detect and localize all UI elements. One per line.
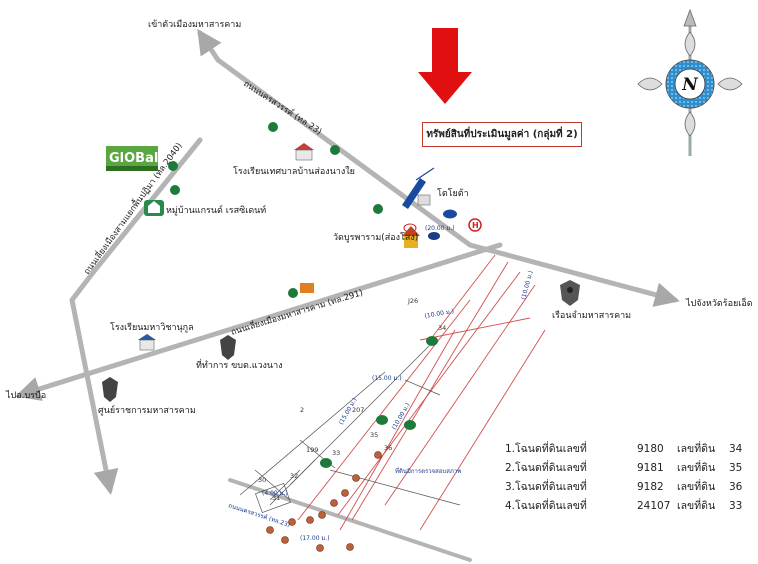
road-to-roiet xyxy=(467,242,680,307)
temple-icon xyxy=(402,226,420,248)
school-icon xyxy=(138,334,156,351)
deed-legend: 1.โฉนดที่ดินเลขที่ 9180 เลขที่ดิน 34 2.โฉนด… xyxy=(505,440,745,516)
legend-land-label: เลขที่ดิน xyxy=(677,443,716,455)
label-to-roiet: ไปจังหวัดร้อยเอ็ด xyxy=(685,296,753,309)
legend-row: 2.โฉนดที่ดินเลขที่ 9181 เลขที่ดิน 35 xyxy=(505,459,745,478)
legend-row: 4.โฉนดที่ดินเลขที่ 24107 เลขที่ดิน 33 xyxy=(505,497,745,516)
dim-label: (15.00 ม.) xyxy=(372,375,402,382)
legend-land-label: เลขที่ดิน xyxy=(677,481,716,493)
plot-marker-34 xyxy=(426,336,438,346)
callout-subject-property: ทรัพย์สินที่ประเมินมูลค่า (กลุ่มที่ 2) xyxy=(422,122,582,147)
legend-row: 3.โฉนดที่ดินเลขที่ 9182 เลขที่ดิน 36 xyxy=(505,478,745,497)
dim-label: (20.00 ม.) xyxy=(425,225,455,232)
plot-label-36: 36 xyxy=(384,444,392,452)
place-marker xyxy=(168,161,178,171)
label-municipal-school: โรงเรียนเทศบาลบ้านส่องนางใย xyxy=(233,166,355,177)
svg-text:GlOBal: GlOBal xyxy=(109,151,158,166)
legend-deed-label: 3.โฉนดที่ดินเลขที่ xyxy=(505,481,587,493)
legend-land-no: 35 xyxy=(729,462,743,474)
place-marker xyxy=(330,145,340,155)
plot-label-2: 2 xyxy=(300,406,304,414)
subject-plot-markers xyxy=(320,336,438,468)
label-prison: เรือนจำมหาสารคาม xyxy=(552,310,631,321)
prison-emblem xyxy=(560,280,580,306)
hospital-icon xyxy=(468,218,482,232)
legend-land-no: 36 xyxy=(729,481,743,493)
legend-deed-label: 2.โฉนดที่ดินเลขที่ xyxy=(505,462,587,474)
legend-deed-no: 9181 xyxy=(637,462,664,474)
plot-marker-33 xyxy=(320,458,332,468)
subject-building xyxy=(402,178,426,209)
legend-land-no: 33 xyxy=(729,500,743,512)
legend-row: 1.โฉนดที่ดินเลขที่ 9180 เลขที่ดิน 34 xyxy=(505,440,745,459)
label-to-city: เข้าตัวเมืองมหาสารคาม xyxy=(148,19,241,30)
road-label-nakhon-sawan: ถนนนครสวรรค์ (ทล.23) xyxy=(241,78,324,137)
label-gov-center: ศูนย์ราชการมหาสารคาม xyxy=(98,404,196,416)
legend-deed-no: 24107 xyxy=(637,500,671,512)
road-nakhon-sawan xyxy=(215,57,473,248)
place-marker xyxy=(373,204,383,214)
legend-land-no: 34 xyxy=(729,443,743,455)
plot-label-226: J26 xyxy=(407,297,418,305)
plot-label-34: 34 xyxy=(438,324,446,332)
school-icon xyxy=(294,143,314,161)
plot-label-35: 35 xyxy=(370,431,378,439)
global-house-logo: GlOBal xyxy=(106,146,158,171)
legend-deed-no: 9180 xyxy=(637,443,664,455)
compass-letter: N xyxy=(681,75,699,95)
road-soi xyxy=(228,478,472,562)
government-emblem xyxy=(220,335,236,360)
plot-label-30: 30 xyxy=(258,476,266,484)
plot-marker-35 xyxy=(376,415,388,425)
place-marker xyxy=(170,185,180,195)
dim-label: (17.00 ม.) xyxy=(300,535,330,542)
dim-label: (10.00 ม.) xyxy=(520,270,534,300)
dim-label: (10.00 ม.) xyxy=(424,308,454,320)
place-marker xyxy=(268,122,278,132)
plot-label-32: 32 xyxy=(290,472,298,480)
label-to-borabue: ไปอ.บรบือ xyxy=(5,390,46,401)
land-office-label: ที่ดินมิการตรวจสอบสภาพ xyxy=(395,467,461,475)
legend-land-label: เลขที่ดิน xyxy=(677,500,716,512)
label-toyota: โตโยต้า xyxy=(437,188,469,199)
building-icon xyxy=(417,194,431,206)
callout-leader xyxy=(415,167,435,181)
plot-outlines xyxy=(297,254,546,531)
toyota-icon xyxy=(443,209,457,219)
plot-marker-36 xyxy=(404,420,416,430)
plot-label-207: 207 xyxy=(352,406,364,414)
label-wichayakul-school: โรงเรียนมหาวิชานุกูล xyxy=(110,322,194,333)
road-to-city xyxy=(197,28,222,63)
ptt-icon xyxy=(428,232,440,240)
place-marker xyxy=(288,288,298,298)
dim-label: (4.00 ม.) xyxy=(262,490,288,497)
location-arrow-icon xyxy=(418,28,472,104)
legend-deed-label: 4.โฉนดที่ดินเลขที่ xyxy=(505,500,587,512)
label-post-office: ที่ทำการ ขบต.แวงนาง xyxy=(196,358,283,371)
government-emblem xyxy=(102,377,118,402)
legend-land-label: เลขที่ดิน xyxy=(677,462,716,474)
pins xyxy=(266,451,382,552)
plot-label-199: 199 xyxy=(306,446,318,454)
label-wat: วัดบูรพาราม(ส่องโสง) xyxy=(333,232,418,243)
plot-label-33: 33 xyxy=(332,449,340,457)
compass-icon: N xyxy=(637,8,743,156)
legend-deed-label: 1.โฉนดที่ดินเลขที่ xyxy=(505,443,587,455)
plot-label-31: 31 xyxy=(272,494,280,502)
parcel-grid xyxy=(239,344,461,513)
road-bypass-291 xyxy=(15,242,503,401)
label-grand-village: หมู่บ้านแกรนด์ เรสซิเดนท์ xyxy=(166,204,266,216)
road-bypass-2040 xyxy=(69,137,203,495)
village-icon xyxy=(144,200,164,216)
legend-deed-no: 9182 xyxy=(637,481,664,493)
station-icon xyxy=(300,283,314,293)
svg-text:H: H xyxy=(472,221,479,230)
